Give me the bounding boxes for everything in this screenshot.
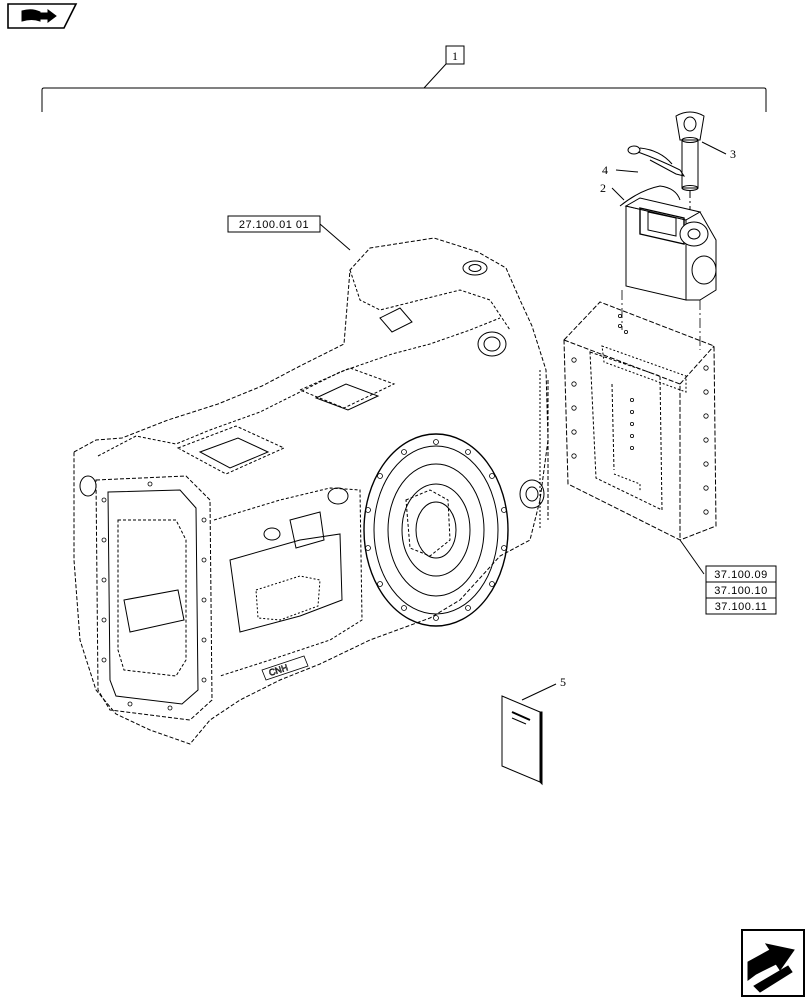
drawbar-reference-1: 37.100.09 [714,569,767,581]
manual-callout: 5 [560,675,566,689]
hitch-pin: 3 [675,111,736,210]
drawbar-reference-2: 37.100.10 [714,585,767,597]
book-arrow-icon[interactable] [7,3,78,29]
housing-reference-label: 27.100.01 01 [239,219,309,231]
drawbar-reference-3: 37.100.11 [715,601,768,613]
frame-holes [571,313,709,515]
operator-manual: 5 [501,675,566,786]
drawbar-frame [563,301,717,541]
next-page-arrow-icon[interactable] [741,929,805,997]
assembly-item-label: 1 [452,49,458,63]
front-bolt-holes [101,481,207,711]
drawbar-references[interactable]: 37.100.09 37.100.10 37.100.11 [679,539,777,615]
housing-reference[interactable]: 27.100.01 01 [227,215,351,251]
clip-callout: 4 [602,163,608,177]
transmission-housing: CNH [73,237,549,745]
drawbar-bracket: 2 [600,181,717,301]
flange-bolt-holes [365,439,507,621]
assembly-item-box [445,45,465,65]
assembly-bracket: 1 [41,45,767,112]
bracket-callout: 2 [600,181,606,195]
pin-callout: 3 [730,147,736,161]
lynch-clip: 4 [602,145,686,177]
alignment-lines [621,290,701,350]
